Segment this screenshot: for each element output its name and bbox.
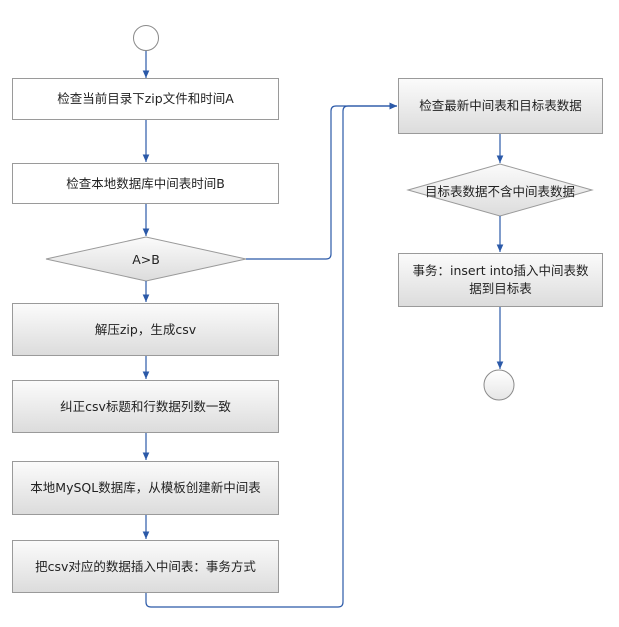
unzip-label: 解压zip，生成csv bbox=[94, 321, 197, 337]
compare-label: A>B bbox=[132, 251, 160, 267]
edge-compare-to-check-latest bbox=[246, 102, 397, 260]
check-latest-label: 检查最新中间表和目标表数据 bbox=[419, 98, 582, 113]
insert-csv-label: 把csv对应的数据插入中间表：事务方式 bbox=[35, 558, 256, 574]
check-db-label: 检查本地数据库中间表时间B bbox=[66, 175, 225, 191]
insert-csv-step: 把csv对应的数据插入中间表：事务方式 bbox=[12, 540, 279, 593]
create-table-step: 本地MySQL数据库，从模板创建新中间表 bbox=[12, 461, 279, 515]
create-table-label: 本地MySQL数据库，从模板创建新中间表 bbox=[30, 480, 261, 495]
check-latest-step: 检查最新中间表和目标表数据 bbox=[398, 78, 603, 134]
fix-csv-label: 纠正csv标题和行数据列数一致 bbox=[60, 398, 231, 414]
transaction-insert-step: 事务：insert into插入中间表数据到目标表 bbox=[398, 253, 603, 307]
compare-decision: A>B bbox=[96, 249, 196, 269]
start-node bbox=[133, 25, 159, 51]
decision-target-shape bbox=[406, 163, 594, 217]
target-missing-decision: 目标表数据不含中间表数据 bbox=[410, 180, 590, 200]
check-db-step: 检查本地数据库中间表时间B bbox=[12, 163, 279, 204]
transaction-insert-label: 事务：insert into插入中间表数据到目标表 bbox=[412, 263, 589, 296]
unzip-step: 解压zip，生成csv bbox=[12, 303, 279, 356]
edge-insert-csv-to-check-latest bbox=[145, 102, 397, 608]
fix-csv-step: 纠正csv标题和行数据列数一致 bbox=[12, 380, 279, 433]
end-node bbox=[483, 369, 515, 401]
check-zip-label: 检查当前目录下zip文件和时间A bbox=[57, 91, 234, 106]
target-missing-label: 目标表数据不含中间表数据 bbox=[424, 183, 575, 199]
check-zip-step: 检查当前目录下zip文件和时间A bbox=[12, 78, 279, 120]
